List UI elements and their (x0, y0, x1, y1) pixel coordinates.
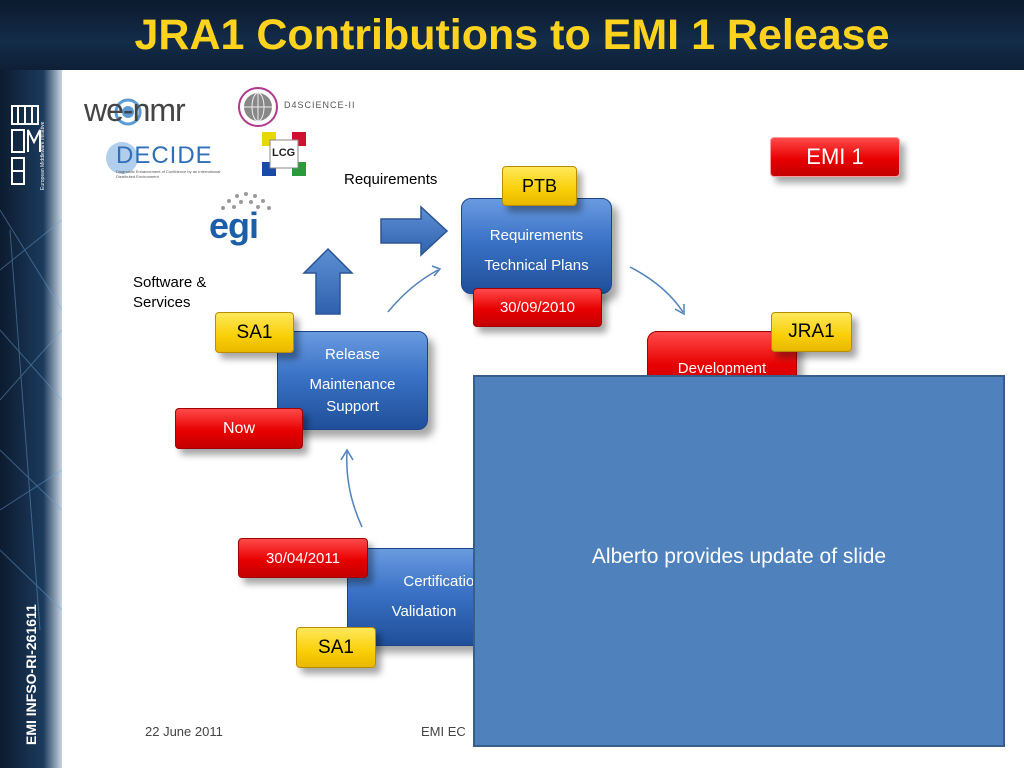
wenmr-logo-text: we-nmr (84, 92, 186, 128)
wenmr-logo: we-nmr (84, 90, 229, 135)
d4science-logo-text: D4SCIENCE-II (284, 100, 356, 110)
page-title: JRA1 Contributions to EMI 1 Release (134, 10, 890, 59)
right-block-arrow (380, 205, 449, 257)
jra1-badge: JRA1 (771, 312, 852, 352)
sidebar-logo-text: European Middleware Initiative (40, 121, 46, 190)
software-services-note: Software & Services (133, 273, 206, 313)
lcg-logo-graphic (262, 132, 306, 176)
lcg-logo: LCG (260, 130, 308, 178)
software-services-line1: Software & (133, 274, 207, 291)
requirements-box: Requirements Technical Plans (461, 198, 612, 294)
decide-logo-subtitle: Diagnostic Enhancement of Confidence by … (116, 169, 221, 179)
ptb-badge: PTB (502, 166, 577, 206)
egi-logo: egi (207, 188, 285, 246)
emi1-badge: EMI 1 (770, 137, 900, 177)
certification-to-release-arrow (346, 451, 363, 528)
d4science-logo-graphic (238, 87, 278, 127)
requirements-to-development-arrow (629, 266, 684, 313)
footer-date: 22 June 2011 (145, 724, 223, 739)
requirements-note: Requirements (344, 171, 438, 188)
certification-box-line2: Validation (391, 603, 457, 620)
development-box-line1: Development (677, 360, 767, 377)
decide-logo-graphic (106, 142, 138, 174)
release-box-line2: Maintenance (309, 375, 396, 393)
release-box-line1: Release (324, 345, 381, 363)
requirements-date-badge: 30/09/2010 (473, 288, 602, 327)
release-box-line3: Support (326, 397, 379, 415)
d4science-logo: D4SCIENCE-II (236, 84, 366, 130)
overlay-note-box: Alberto provides update of slide (473, 375, 1005, 747)
footer-center-text: EMI EC (421, 724, 466, 739)
sidebar-decoration (0, 209, 62, 631)
decide-logo: DECIDE Diagnostic Enhancement of Confide… (102, 140, 227, 185)
requirements-box-line1: Requirements (489, 227, 584, 244)
release-date-badge: Now (175, 408, 303, 449)
svg-text:EMI INFSO-RI-261611: EMI INFSO-RI-261611 (23, 604, 39, 745)
requirements-box-line2: Technical Plans (484, 257, 589, 274)
certification-date-badge: 30/04/2011 (238, 538, 368, 578)
software-services-line2: Services (133, 294, 191, 311)
sa1-top-badge: SA1 (215, 312, 294, 353)
release-to-requirements-arrow (387, 269, 439, 313)
up-block-arrow (302, 247, 354, 315)
egi-logo-graphic (221, 192, 271, 210)
title-bar (0, 0, 1024, 70)
lcg-logo-text: LCG (272, 147, 296, 159)
release-box: Release Maintenance Support (277, 331, 428, 430)
left-sidebar: European Middleware Initiative EMI INFSO… (0, 70, 62, 768)
overlay-note-text: Alberto provides update of slide (591, 545, 887, 568)
certification-box-line1: Certification (403, 573, 483, 590)
sa1-bottom-badge: SA1 (296, 627, 376, 668)
wenmr-logo-graphic (114, 98, 142, 126)
decide-logo-text: DECIDE (116, 142, 213, 169)
emi-logo: European Middleware Initiative (11, 105, 46, 190)
vertical-id-text: EMI INFSO-RI-261611 (23, 604, 39, 745)
egi-logo-text: egi (209, 205, 259, 246)
